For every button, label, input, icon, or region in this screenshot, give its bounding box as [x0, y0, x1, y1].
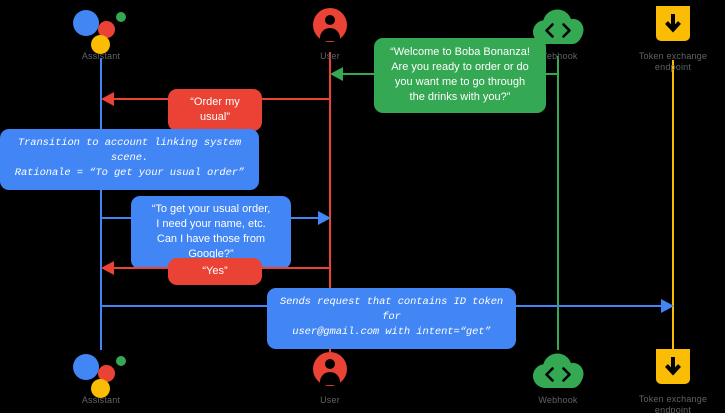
assistant-dot-blue-icon	[73, 354, 99, 380]
message-ask-name-line-3: Can I have those from Google?”	[156, 233, 266, 260]
arrow-head-yes	[101, 261, 114, 275]
message-sends-request-line-1: Sends request that contains ID token for	[279, 296, 504, 323]
assistant-dot-green-icon	[116, 356, 126, 366]
lifeline-token	[672, 60, 674, 350]
actor-assistant-top: Assistant	[41, 4, 161, 62]
cloud-shape-icon	[532, 351, 584, 396]
actor-user-bottom: User	[270, 348, 390, 406]
actor-label-assistant-bottom: Assistant	[81, 395, 121, 405]
actor-label-user: User	[320, 51, 340, 61]
user-head-icon	[325, 15, 335, 25]
lifeline-assistant	[100, 58, 102, 350]
message-welcome-line-1: “Welcome to Boba Bonanza!	[390, 46, 530, 58]
google-assistant-icon	[41, 4, 161, 54]
actor-token-top: Token exchange endpoint	[613, 3, 725, 73]
actor-user-top: User	[270, 4, 390, 62]
assistant-dot-yellow-icon	[91, 35, 110, 54]
token-box-shape-icon	[655, 5, 691, 50]
user-body-icon	[320, 28, 340, 41]
message-transition-note-line-1: Transition to account linking system sce…	[17, 137, 242, 164]
message-welcome-line-3: you want me to go through	[394, 76, 526, 88]
message-ask-name-line-1: “To get your usual order,	[151, 203, 271, 215]
cloud-code-icon	[498, 4, 618, 48]
cloud-shape-icon	[532, 7, 584, 52]
assistant-dot-red-icon	[98, 365, 115, 382]
user-head-icon	[325, 359, 335, 369]
actor-label-user-bottom: User	[320, 395, 340, 405]
actor-webhook-bottom: Webhook	[498, 348, 618, 406]
message-ask-name: “To get your usual order, I need your na…	[131, 196, 291, 269]
actor-label-token-bottom-line1: Token exchange	[638, 394, 708, 404]
actor-label-webhook: Webhook	[538, 51, 578, 61]
arrow-head-ask-name	[318, 211, 331, 225]
actor-label-webhook-bottom: Webhook	[538, 395, 578, 405]
assistant-dot-yellow-icon	[91, 379, 110, 398]
message-order-my-usual: “Order my usual”	[168, 89, 262, 131]
actor-label-assistant: Assistant	[81, 51, 121, 61]
message-sends-request: Sends request that contains ID token for…	[267, 288, 516, 349]
lifeline-user	[329, 52, 331, 352]
message-welcome-line-4: the drinks with you?”	[409, 91, 511, 103]
token-box-shape-icon	[655, 348, 691, 393]
user-avatar-icon	[270, 4, 390, 48]
assistant-dot-green-icon	[116, 12, 126, 22]
actor-assistant-bottom: Assistant	[41, 348, 161, 406]
actor-label-token-line1: Token exchange	[638, 51, 708, 61]
message-welcome-line-2: Are you ready to order or do	[391, 61, 529, 73]
actor-label-token-line2: endpoint	[654, 62, 692, 72]
arrow-head-sends-request	[661, 299, 674, 313]
message-order-my-usual-line-1: “Order my usual”	[190, 96, 240, 123]
actor-label-token-bottom-line2: endpoint	[654, 405, 692, 413]
cloud-code-icon-bottom	[498, 348, 618, 392]
message-ask-name-line-2: I need your name, etc.	[156, 218, 266, 230]
message-transition-note-line-2: Rationale = “To get your usual order”	[14, 167, 245, 179]
user-avatar-icon-bottom	[270, 348, 390, 392]
actor-webhook-top: Webhook	[498, 4, 618, 62]
user-body-icon	[320, 372, 340, 385]
message-transition-note: Transition to account linking system sce…	[0, 129, 259, 190]
message-sends-request-line-2: user@gmail.com with intent=“get”	[292, 326, 491, 338]
message-yes-line-1: “Yes”	[202, 265, 228, 277]
google-assistant-icon-bottom	[41, 348, 161, 398]
message-yes: “Yes”	[168, 258, 262, 285]
lifeline-webhook	[557, 56, 559, 350]
message-welcome: “Welcome to Boba Bonanza! Are you ready …	[374, 38, 546, 113]
arrow-head-order-my-usual	[101, 92, 114, 106]
download-box-icon	[613, 3, 725, 47]
assistant-dot-blue-icon	[73, 10, 99, 36]
actor-token-bottom: Token exchange endpoint	[613, 346, 725, 413]
assistant-dot-red-icon	[98, 21, 115, 38]
arrow-head-welcome	[330, 67, 343, 81]
download-box-icon-bottom	[613, 346, 725, 390]
